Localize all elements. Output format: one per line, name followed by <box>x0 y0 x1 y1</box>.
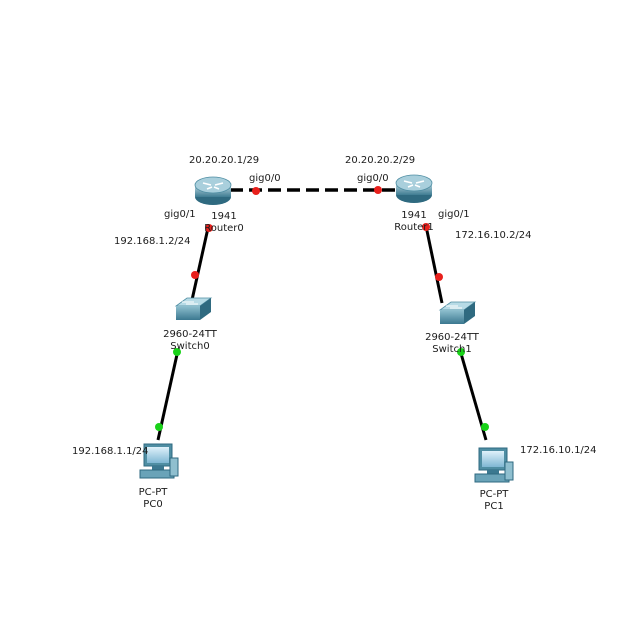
pc1-ip-label: 172.16.10.1/24 <box>520 445 597 456</box>
switch1-icon[interactable] <box>438 301 477 324</box>
router1-lan-ip-label: 172.16.10.2/24 <box>455 230 532 241</box>
link-router1-switch1[interactable] <box>424 225 444 304</box>
port-dot-router0-gig01 <box>205 224 213 232</box>
switch0-icon[interactable] <box>174 297 213 320</box>
router0-label: 1941 Router0 <box>204 211 244 235</box>
router1-name: Router1 <box>394 222 434 233</box>
router0-name: Router0 <box>204 223 244 234</box>
port-dot-switch1-pc <box>457 348 465 356</box>
switch0-model: 2960-24TT <box>163 329 217 340</box>
pc1-label: PC-PT PC1 <box>480 489 509 513</box>
switch1-label: 2960-24TT Switch1 <box>425 332 479 356</box>
router0-gig00-label: gig0/0 <box>249 173 281 184</box>
pc0-ip-label: 192.168.1.1/24 <box>72 446 149 457</box>
router0-model: 1941 <box>211 211 237 222</box>
pc0-model: PC-PT <box>138 487 168 498</box>
port-dot-pc1 <box>481 423 489 431</box>
switch0-name: Switch0 <box>170 341 210 352</box>
switch0-label: 2960-24TT Switch0 <box>163 329 217 353</box>
port-dot-switch0-uplink <box>191 271 199 279</box>
switch1-name: Switch1 <box>432 344 472 355</box>
router1-label: 1941 Router1 <box>394 210 434 234</box>
pc1-model: PC-PT <box>479 489 509 500</box>
router0-gig01-label: gig0/1 <box>164 209 196 220</box>
pc0-name: PC0 <box>143 499 163 510</box>
pc0-icon[interactable] <box>139 443 179 479</box>
switch1-model: 2960-24TT <box>425 332 479 343</box>
port-dot-router0-gig00 <box>252 187 260 195</box>
link-router0-switch0[interactable] <box>190 227 210 301</box>
port-dot-switch0-pc <box>173 348 181 356</box>
router0-wan-ip-label: 20.20.20.1/29 <box>189 155 260 166</box>
port-dot-router1-gig01 <box>422 223 430 231</box>
router0-icon[interactable] <box>194 176 232 205</box>
router1-icon[interactable] <box>395 174 433 203</box>
port-dot-switch1-uplink <box>435 273 443 281</box>
router1-wan-ip-label: 20.20.20.2/29 <box>345 155 416 166</box>
router0-lan-ip-label: 192.168.1.2/24 <box>114 236 191 247</box>
router1-model: 1941 <box>401 210 427 221</box>
port-dot-router1-gig00 <box>374 186 382 194</box>
router1-gig01-label: gig0/1 <box>438 209 470 220</box>
router1-gig00-label: gig0/0 <box>357 173 389 184</box>
pc1-icon[interactable] <box>474 447 514 483</box>
pc0-label: PC-PT PC0 <box>139 487 168 511</box>
pc1-name: PC1 <box>484 501 504 512</box>
port-dot-pc0 <box>155 423 163 431</box>
